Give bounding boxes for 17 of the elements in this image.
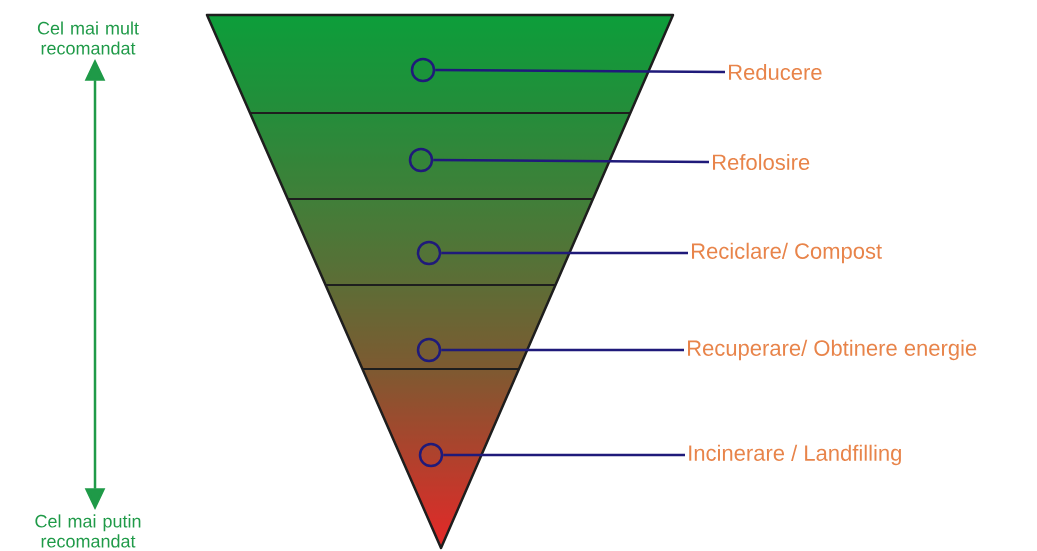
level-label: Refolosire	[713, 153, 810, 171]
leader-line	[441, 348, 684, 352]
circle-marker	[418, 442, 444, 468]
circle-marker	[416, 240, 442, 266]
level-label: Reciclare/ Compost	[692, 242, 882, 264]
leader-line	[435, 68, 725, 74]
leader-line	[443, 453, 685, 457]
circle-marker	[416, 337, 442, 363]
leader-line	[433, 158, 709, 164]
leader-line	[441, 251, 688, 255]
level-label: Recuperare/ Obtinere energie	[688, 339, 977, 361]
scale-label: Cel mai putin recomandat	[35, 514, 141, 548]
level-label: Incinerare / Landfilling	[689, 444, 901, 466]
level-label: Reducere	[729, 63, 822, 81]
circle-marker	[408, 147, 434, 173]
circle-marker	[410, 57, 436, 83]
scale-label: Cel mai mult recomandat	[37, 21, 139, 55]
